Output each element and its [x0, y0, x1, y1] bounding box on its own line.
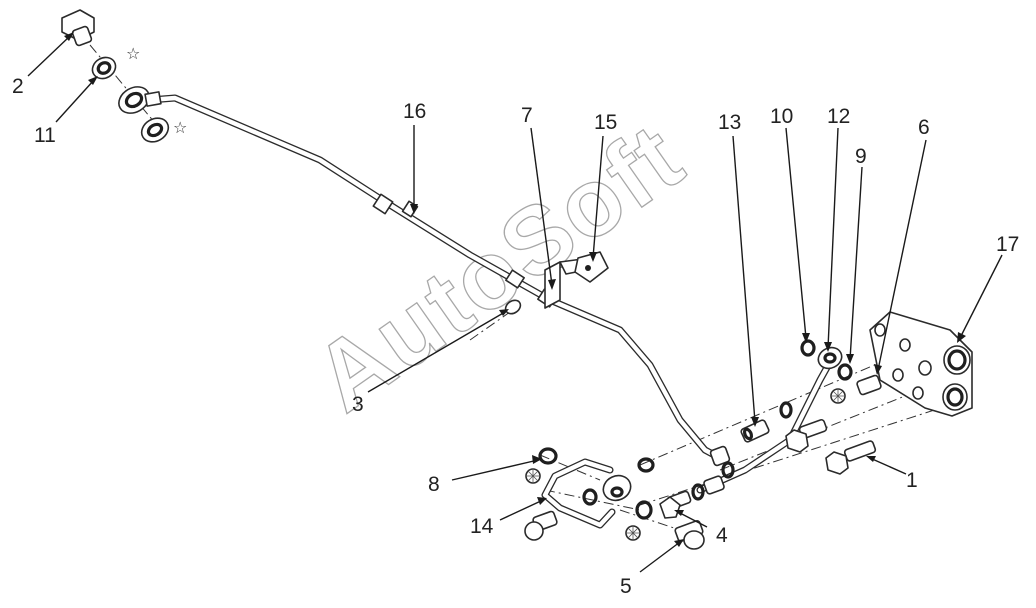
bolt-1	[825, 440, 877, 475]
callout-12: 12	[827, 105, 850, 128]
washer-9	[837, 363, 853, 381]
bolt-6	[785, 418, 828, 453]
bolt-5	[674, 520, 705, 550]
seal-washers	[538, 339, 853, 520]
axis-left-2	[544, 489, 641, 511]
washer-b	[721, 461, 735, 479]
pipe-nut-end	[709, 445, 731, 467]
bolt-4	[659, 490, 692, 519]
replace-mark-1: ☆	[126, 44, 140, 63]
callout-1: 1	[906, 469, 918, 492]
callout-3: 3	[352, 393, 364, 416]
callout-10: 10	[770, 105, 793, 128]
washer-a	[779, 401, 793, 419]
callout-13: 13	[718, 111, 741, 134]
banjo-bolt-top	[61, 9, 95, 47]
washer-top-upper	[91, 56, 117, 80]
union-fitting	[740, 419, 770, 443]
washer-d	[637, 457, 655, 473]
banjo-fitting-top	[118, 86, 162, 114]
pipe-sleeve-1	[372, 193, 394, 215]
axis-lower-row	[639, 404, 951, 506]
replace-mark-2: ☆	[173, 118, 187, 137]
pipe-sleeve-3	[505, 269, 525, 289]
bolt-mid-union	[703, 475, 725, 495]
callout-7: 7	[521, 104, 533, 127]
bolt-lower-left	[524, 510, 558, 541]
oil-cooler-block	[869, 311, 973, 417]
washer-c	[691, 483, 705, 501]
axis-left-1	[539, 454, 601, 481]
assembly-axes	[89, 44, 966, 536]
washer-top-lower	[140, 117, 170, 143]
axis-upper-row	[639, 351, 906, 466]
axis-mid-row	[719, 371, 966, 471]
callout-4: 4	[716, 524, 728, 547]
seal-symbols	[525, 388, 846, 541]
callout-15: 15	[594, 111, 617, 134]
callout-9: 9	[855, 145, 867, 168]
callout-leaders	[27, 32, 1003, 573]
washer-8	[538, 447, 558, 465]
callout-2: 2	[12, 75, 24, 98]
callout-8: 8	[428, 473, 440, 496]
washer-e	[582, 488, 598, 506]
callout-6: 6	[918, 116, 930, 139]
callout-16: 16	[403, 100, 426, 123]
bolt-9	[856, 374, 882, 396]
callout-11: 11	[34, 124, 56, 147]
callout-5: 5	[620, 575, 632, 598]
bolts	[524, 374, 882, 550]
callout-labels: 1 2 3 4 5 6 7 8 9 10 11 12 13 14 15 16 1…	[12, 75, 1019, 598]
washer-10	[800, 339, 816, 357]
washer-f	[635, 500, 653, 520]
callout-14: 14	[470, 515, 494, 538]
callout-17: 17	[996, 233, 1019, 256]
